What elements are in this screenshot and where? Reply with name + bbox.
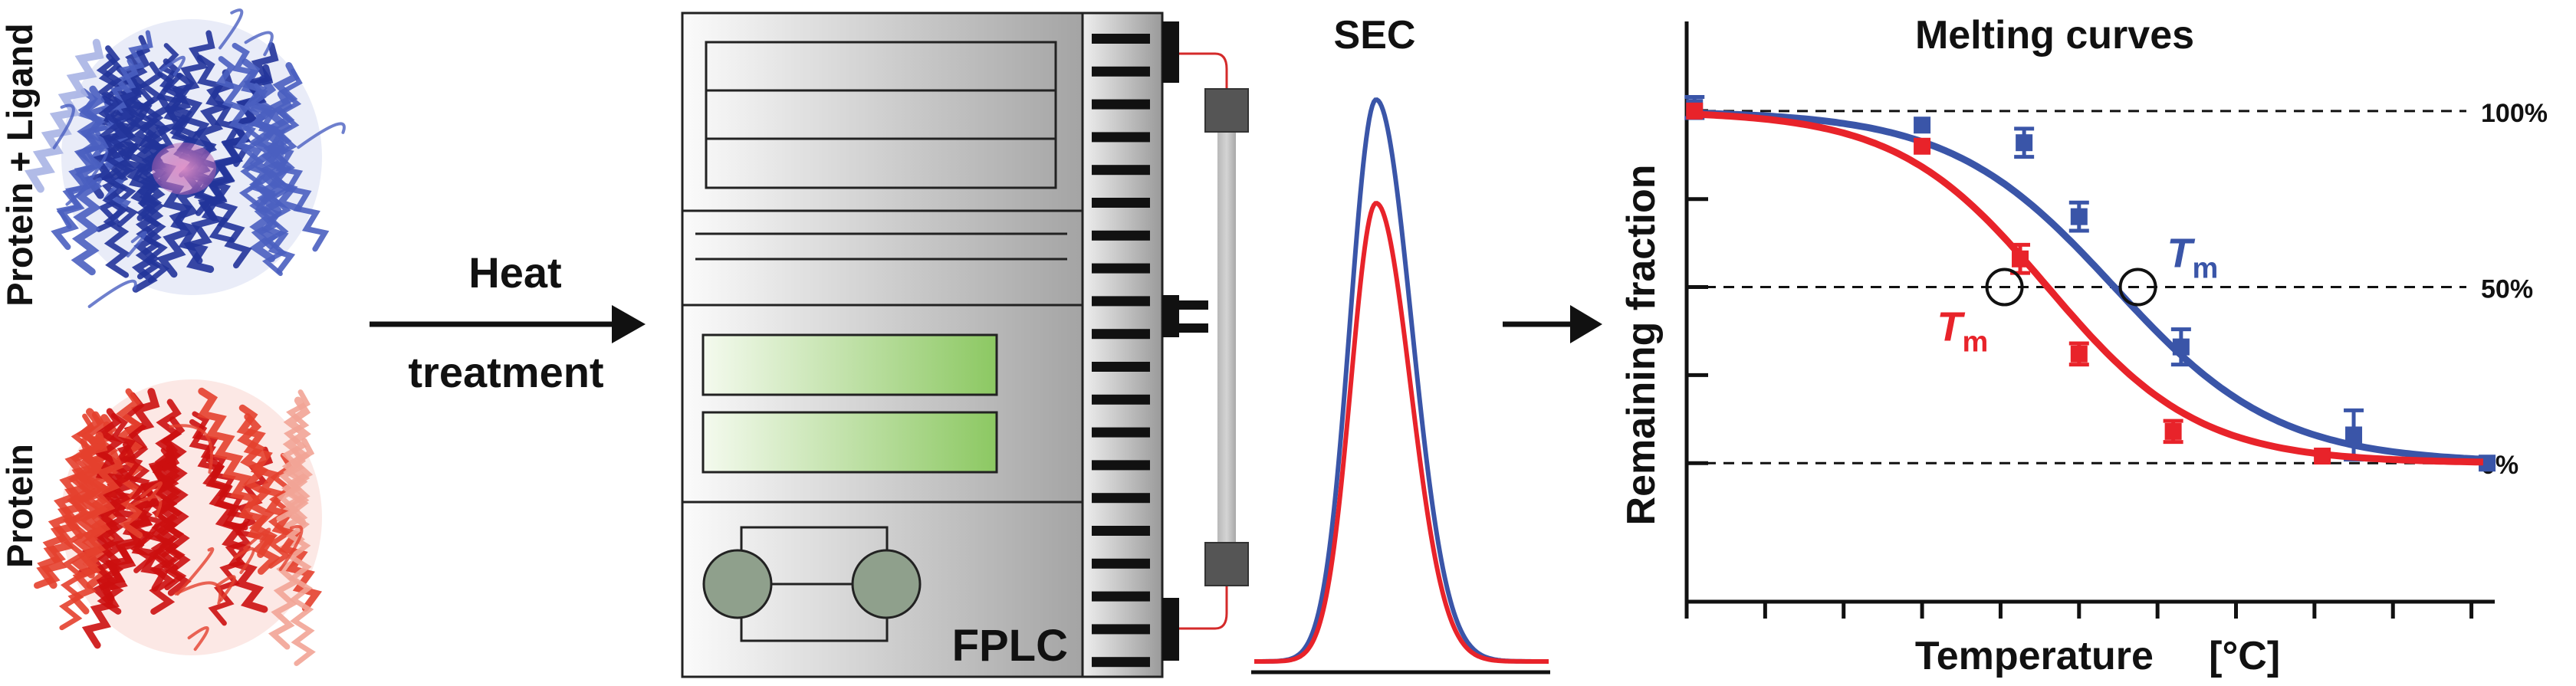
result-arrow-icon bbox=[1503, 305, 1602, 343]
tm-marker-icon bbox=[1985, 268, 2024, 307]
fraction-slot bbox=[1092, 132, 1150, 143]
data-point bbox=[1914, 137, 1931, 155]
data-point bbox=[2345, 426, 2363, 444]
data-point bbox=[2314, 448, 2331, 465]
tm-marker-icon bbox=[2118, 268, 2157, 307]
display-panel-top bbox=[702, 333, 998, 396]
fraction-slot bbox=[1092, 460, 1150, 471]
fraction-slot bbox=[1092, 362, 1150, 372]
sec-trace-protein-ligand bbox=[1254, 97, 1549, 664]
fraction-slot bbox=[1092, 165, 1150, 176]
chart-title: Melting curves bbox=[1915, 13, 2194, 57]
protein-structure bbox=[34, 379, 323, 666]
fit-curve bbox=[1694, 110, 2484, 463]
sec-chromatogram bbox=[1251, 97, 1550, 675]
data-point bbox=[2016, 134, 2033, 152]
fraction-slot bbox=[1092, 198, 1150, 208]
connector-bottom bbox=[1162, 598, 1179, 661]
data-point bbox=[2070, 345, 2088, 363]
fraction-slot bbox=[1092, 230, 1150, 241]
heat-arrow-icon bbox=[370, 305, 646, 343]
pump-icon bbox=[702, 526, 922, 642]
fraction-slot bbox=[1092, 558, 1150, 569]
fraction-slot bbox=[1092, 657, 1150, 668]
fplc-label: FPLC bbox=[952, 621, 1068, 671]
protein-ligand-structure bbox=[24, 8, 346, 308]
fraction-slot bbox=[1092, 99, 1150, 110]
y-axis-label: Remaining fraction bbox=[1619, 165, 1664, 526]
fraction-slot bbox=[1092, 526, 1150, 536]
fit-curve bbox=[1694, 110, 2483, 466]
fraction-slot bbox=[1092, 493, 1150, 504]
fraction-slot bbox=[1092, 296, 1150, 307]
fraction-slot bbox=[1092, 427, 1150, 438]
data-point bbox=[1914, 117, 1931, 134]
tm-label: Tm bbox=[1937, 304, 1989, 359]
tubing-bottom bbox=[1179, 586, 1228, 630]
fraction-slot bbox=[1092, 34, 1150, 44]
data-point bbox=[2164, 422, 2182, 440]
data-point bbox=[2070, 208, 2088, 225]
fraction-slot bbox=[1092, 591, 1150, 602]
fraction-slot bbox=[1092, 624, 1150, 635]
sec-trace-protein bbox=[1254, 201, 1549, 664]
series-0: Tm bbox=[1684, 94, 2496, 472]
fraction-rack bbox=[1081, 11, 1164, 678]
display-panel-bottom bbox=[702, 411, 998, 474]
heat-label: Heat bbox=[468, 248, 561, 297]
data-point bbox=[2172, 338, 2190, 356]
x-axis-label: Temperature [°C] bbox=[1915, 634, 2280, 678]
reference-label: 50% bbox=[2481, 275, 2533, 304]
data-point bbox=[2012, 250, 2029, 268]
fraction-slot bbox=[1092, 263, 1150, 274]
ligand-blob bbox=[152, 143, 216, 195]
sec-title: SEC bbox=[1334, 13, 1416, 57]
protein-ligand-label: Protein + Ligand bbox=[0, 23, 40, 307]
column-cap-bottom bbox=[1204, 542, 1249, 586]
connector-top bbox=[1162, 21, 1179, 83]
fraction-slot bbox=[1092, 329, 1150, 340]
tm-label: Tm bbox=[2167, 231, 2219, 285]
treatment-label: treatment bbox=[408, 348, 603, 396]
fplc-instrument: FPLC bbox=[681, 11, 1249, 678]
data-point bbox=[1686, 102, 1704, 120]
fraction-slot bbox=[1092, 394, 1150, 405]
tubing-top bbox=[1179, 52, 1228, 92]
protein-label: Protein bbox=[0, 444, 40, 568]
sec-column bbox=[1217, 130, 1236, 548]
column-cap-top bbox=[1204, 88, 1249, 133]
fraction-slot bbox=[1092, 66, 1150, 77]
reference-label: 100% bbox=[2481, 99, 2548, 128]
